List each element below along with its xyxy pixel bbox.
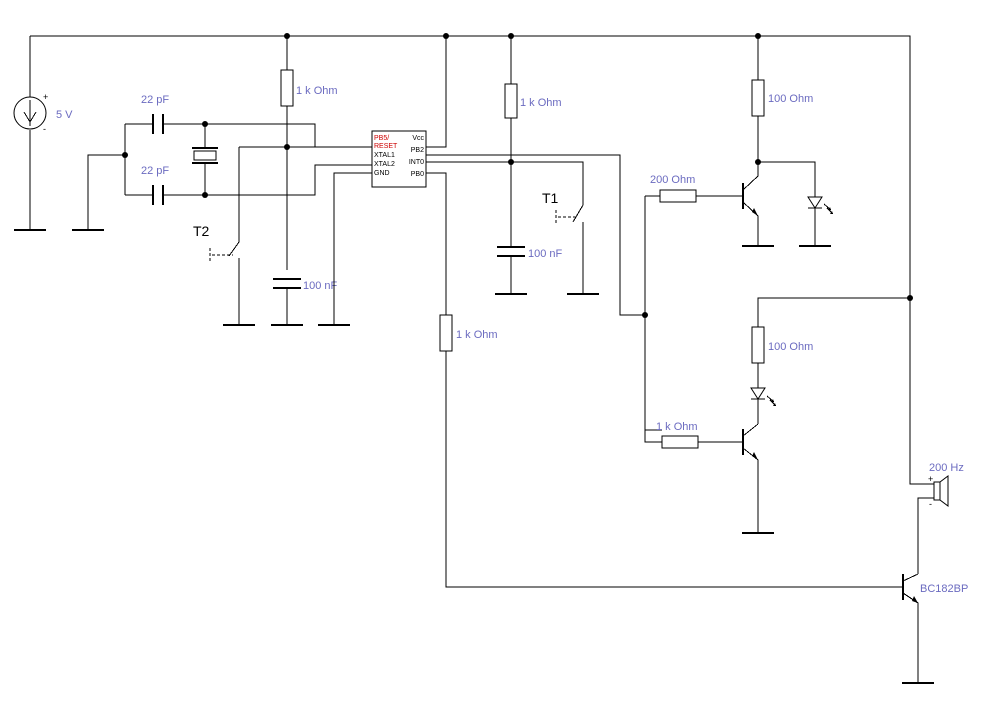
pin-xtal1-label: XTAL1	[374, 152, 395, 159]
led-driver-1: 200 Ohm 100 Ohm	[642, 33, 834, 431]
pin-pb2-label: PB2	[411, 147, 424, 154]
pin-reset-label: RESET	[374, 143, 398, 150]
switch-t1-label: T1	[542, 190, 559, 206]
buzzer-frequency-label: 200 Hz	[929, 462, 964, 474]
switch-t1: T1	[542, 190, 599, 295]
capacitor-22pf-bottom: 22 pF	[141, 165, 169, 205]
led2-resistor-label: 100 Ohm	[768, 341, 813, 353]
buzzer: + - 200 Hz	[928, 462, 964, 509]
buzzer-base-label: 1 k Ohm	[456, 329, 498, 341]
pin-pb0-label: PB0	[411, 171, 424, 178]
switch-t2-label: T2	[193, 223, 210, 239]
resistor-led2: 100 Ohm	[751, 326, 813, 364]
crystal	[192, 121, 218, 198]
capacitor-int: 100 nF	[497, 246, 563, 260]
led-2	[750, 387, 777, 407]
buzzer-plus-sign: +	[928, 474, 933, 484]
buzzer-driver-base: 1 k Ohm	[439, 314, 903, 588]
microcontroller: PB5/ RESET XTAL1 XTAL2 GND Vcc PB2 INT0 …	[371, 33, 645, 316]
reset-pullup-label: 1 k Ohm	[296, 85, 338, 97]
int-pullup-label: 1 k Ohm	[520, 97, 562, 109]
switch-t2: T2	[193, 223, 255, 326]
buzzer-minus-sign: -	[929, 499, 932, 509]
voltage-source: + - 5 V	[13, 92, 73, 134]
capacitor-reset: 100 nF	[273, 278, 338, 292]
source-minus-sign: -	[43, 124, 46, 134]
resistor-led1: 100 Ohm	[751, 79, 813, 117]
transistor-out-label: BC182BP	[920, 583, 968, 595]
resistor-q2-base: 1 k Ohm	[656, 421, 699, 449]
led1-resistor-label: 100 Ohm	[768, 93, 813, 105]
crystal-section: 22 pF 22 pF	[72, 94, 372, 231]
pin-vcc-label: Vcc	[412, 135, 424, 142]
resistor-q1-base: 200 Ohm	[650, 174, 697, 203]
pin-pb5-label: PB5/	[374, 135, 389, 142]
q2-base-label: 1 k Ohm	[656, 421, 698, 433]
source-voltage-label: 5 V	[56, 109, 73, 121]
led-driver-2: 100 Ohm 1 k Ohm	[644, 295, 913, 534]
cap-22pf-top-label: 22 pF	[141, 94, 169, 106]
capacitor-22pf-top: 22 pF	[141, 94, 169, 134]
resistor-reset-pullup: 1 k Ohm	[280, 69, 338, 107]
reset-network: 1 k Ohm 100 nF T2	[193, 33, 372, 326]
buzzer-output: + - 200 Hz BC182BP	[902, 462, 968, 684]
transistor-bc182bp: BC182BP	[902, 573, 968, 684]
cap-22pf-bottom-label: 22 pF	[141, 165, 169, 177]
pin-xtal2-label: XTAL2	[374, 161, 395, 168]
pin-int0-label: INT0	[409, 159, 424, 166]
pin-gnd-label: GND	[374, 170, 390, 177]
reset-cap-label: 100 nF	[303, 280, 338, 292]
resistor-buzzer-base: 1 k Ohm	[439, 314, 498, 352]
int-cap-label: 100 nF	[528, 248, 563, 260]
led-1	[807, 196, 834, 215]
transistor-q2	[742, 423, 774, 534]
transistor-q1	[742, 162, 774, 247]
resistor-int-pullup: 1 k Ohm	[504, 83, 562, 119]
source-plus-sign: +	[43, 92, 48, 102]
q1-base-label: 200 Ohm	[650, 174, 695, 186]
int0-network: 1 k Ohm 100 nF T1	[495, 33, 599, 295]
vcc-rail	[14, 35, 911, 480]
